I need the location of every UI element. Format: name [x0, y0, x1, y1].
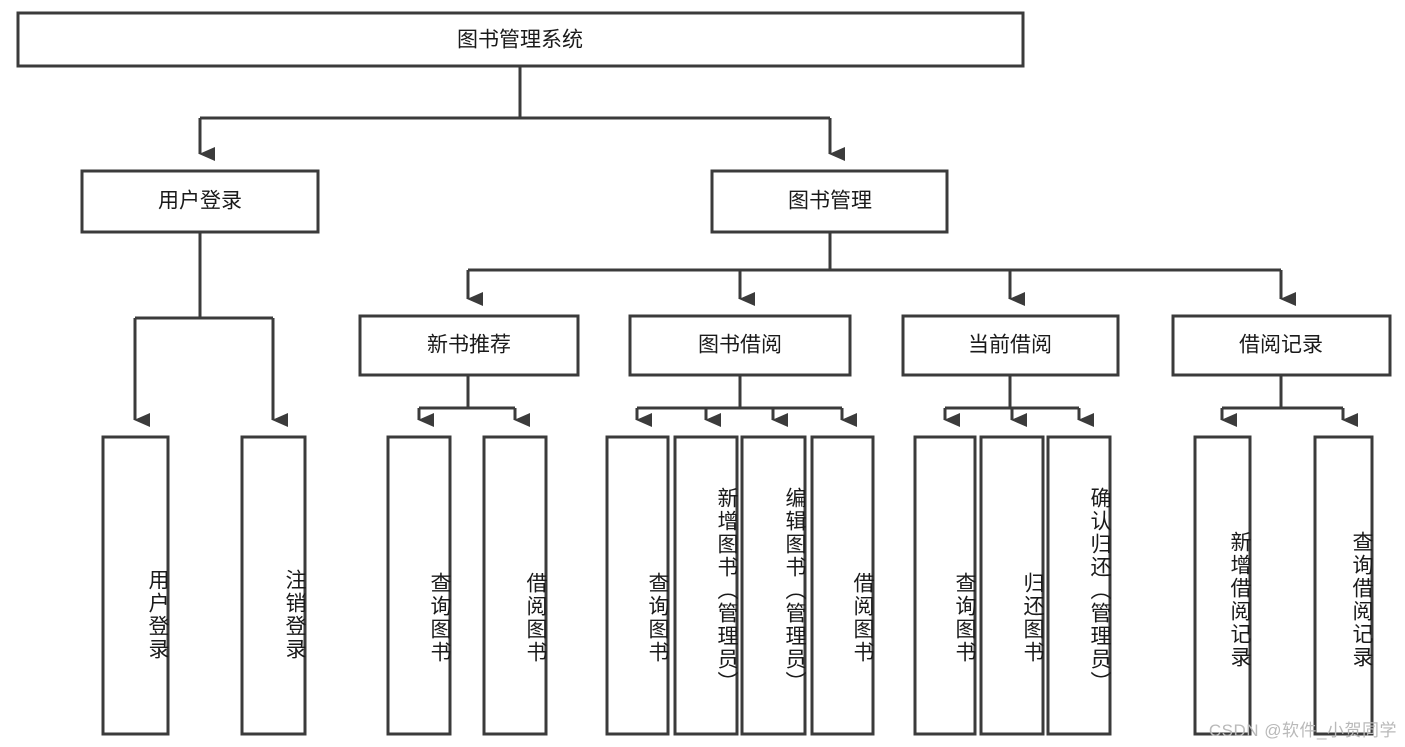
node-new-book-recommend[interactable]: 新书推荐 — [358, 314, 580, 377]
node-book-borrow-label: 图书借阅 — [698, 334, 782, 357]
connector-lines — [133, 66, 1358, 427]
leaf-box-query-book-borrow[interactable] — [605, 435, 670, 736]
node-root-box — [16, 11, 1025, 68]
node-borrow-record-box — [1171, 314, 1392, 377]
node-current-borrow-box — [901, 314, 1120, 377]
node-current-borrow-label: 当前借阅 — [968, 334, 1052, 357]
node-borrow-record[interactable]: 借阅记录 — [1171, 314, 1392, 377]
leaf-box-user-login[interactable] — [101, 435, 170, 736]
leaf-box-return-book[interactable] — [979, 435, 1045, 736]
leaf-box-query-borrow-record[interactable] — [1313, 435, 1374, 736]
node-book-borrow[interactable]: 图书借阅 — [628, 314, 852, 377]
leaf-box-query-book-current[interactable] — [913, 435, 977, 736]
node-current-borrow[interactable]: 当前借阅 — [901, 314, 1120, 377]
leaf-box-query-book-rec[interactable] — [386, 435, 452, 736]
node-user-login-box — [80, 169, 320, 234]
leaf-box-add-book-admin[interactable] — [673, 435, 739, 736]
leaf-box-logout[interactable] — [240, 435, 307, 736]
node-new-book-recommend-label: 新书推荐 — [427, 334, 511, 357]
node-root-system[interactable]: 图书管理系统 — [16, 11, 1025, 68]
node-root-label: 图书管理系统 — [457, 29, 583, 52]
node-book-management-box — [710, 169, 949, 234]
node-user-login-label: 用户登录 — [158, 190, 242, 213]
leaf-box-edit-book-admin[interactable] — [740, 435, 807, 736]
node-book-management[interactable]: 图书管理 — [710, 169, 949, 234]
leaf-node-boxes — [101, 435, 1374, 736]
csdn-watermark: CSDN @软件_小贺同学 — [1208, 721, 1397, 740]
node-user-login[interactable]: 用户登录 — [80, 169, 320, 234]
leaf-box-add-borrow-record[interactable] — [1193, 435, 1252, 736]
node-book-management-label: 图书管理 — [788, 190, 872, 213]
leaf-box-borrow-book-rec[interactable] — [482, 435, 548, 736]
node-new-book-recommend-box — [358, 314, 580, 377]
leaf-box-confirm-return-admin[interactable] — [1046, 435, 1112, 736]
node-borrow-record-label: 借阅记录 — [1239, 334, 1323, 357]
leaf-box-borrow-book[interactable] — [810, 435, 875, 736]
node-book-borrow-box — [628, 314, 852, 377]
